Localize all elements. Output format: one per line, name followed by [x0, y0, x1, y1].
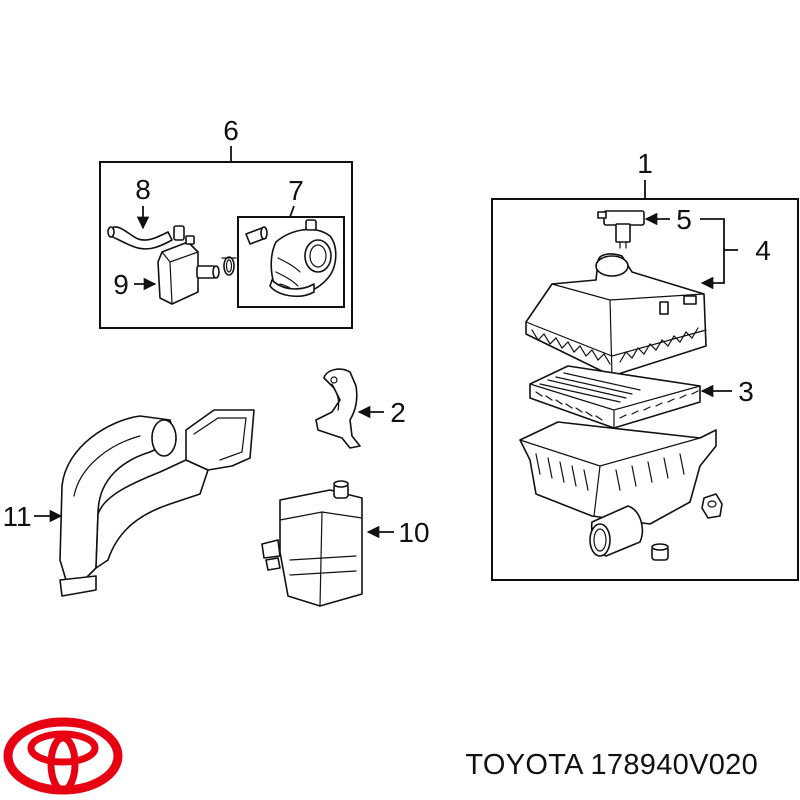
part-grommets	[651, 493, 723, 561]
group-box-7	[237, 216, 345, 308]
callout-11: 11	[2, 501, 31, 532]
part-1-cleaner-case	[519, 421, 717, 557]
callout-8: 8	[135, 174, 151, 205]
part-2-bracket	[315, 368, 361, 449]
callout-4: 4	[755, 235, 771, 266]
callout-3: 3	[738, 376, 754, 407]
callout-7: 7	[288, 175, 304, 206]
callout-6: 6	[223, 115, 239, 146]
callout-1: 1	[637, 148, 653, 179]
callout-9: 9	[113, 269, 129, 300]
part-8-hose	[107, 225, 185, 250]
part-11-intake-duct	[59, 409, 255, 597]
part-clamp	[221, 256, 237, 276]
callout-5: 5	[676, 204, 692, 235]
part-9-resonator	[157, 235, 220, 305]
toyota-emblem-icon	[3, 717, 123, 795]
part-5-sensor	[597, 210, 645, 249]
group-box-6	[99, 161, 353, 329]
callout-2: 2	[390, 397, 406, 428]
part-3-filter	[529, 365, 701, 429]
part-number-caption: TOYOTA 178940V020	[465, 749, 758, 781]
part-4-cleaner-cover	[525, 253, 707, 377]
callout-10: 10	[398, 517, 429, 548]
leader-lines	[34, 146, 738, 539]
part-10-reservoir	[261, 480, 363, 607]
part-7-intake-hose	[245, 219, 337, 298]
